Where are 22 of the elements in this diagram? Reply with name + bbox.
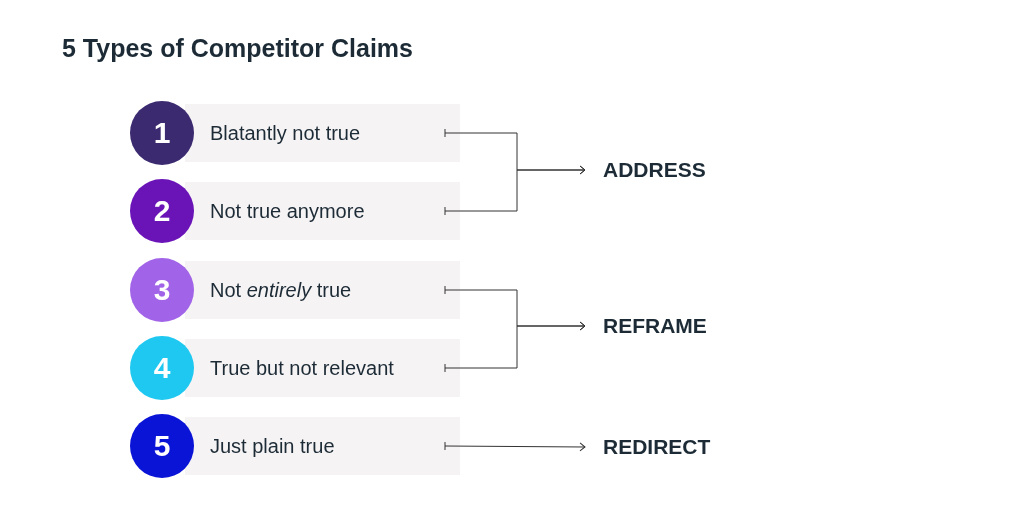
claim-box bbox=[185, 261, 460, 319]
claim-text: True but not relevant bbox=[210, 356, 394, 380]
claim-text: Not entirely true bbox=[210, 278, 352, 302]
action-label: REDIRECT bbox=[603, 433, 743, 461]
claim-box bbox=[185, 182, 460, 240]
claim-text: Blatantly not true bbox=[210, 121, 361, 145]
claim-text: Not true anymore bbox=[210, 199, 365, 223]
claim-box bbox=[185, 104, 460, 162]
number-circle: 3 bbox=[130, 258, 194, 322]
action-label: REFRAME bbox=[603, 312, 743, 340]
claim-box bbox=[185, 417, 460, 475]
arrow bbox=[444, 321, 586, 373]
arrow bbox=[444, 165, 586, 216]
number-circle: 4 bbox=[130, 336, 194, 400]
action-label: ADDRESS bbox=[603, 156, 743, 184]
arrow bbox=[444, 441, 586, 452]
number-circle: 5 bbox=[130, 414, 194, 478]
claim-text: Just plain true bbox=[210, 434, 335, 458]
number-circle: 1 bbox=[130, 101, 194, 165]
number-circle: 2 bbox=[130, 179, 194, 243]
title: 5 Types of Competitor Claims bbox=[62, 34, 413, 63]
claim-box bbox=[185, 339, 460, 397]
